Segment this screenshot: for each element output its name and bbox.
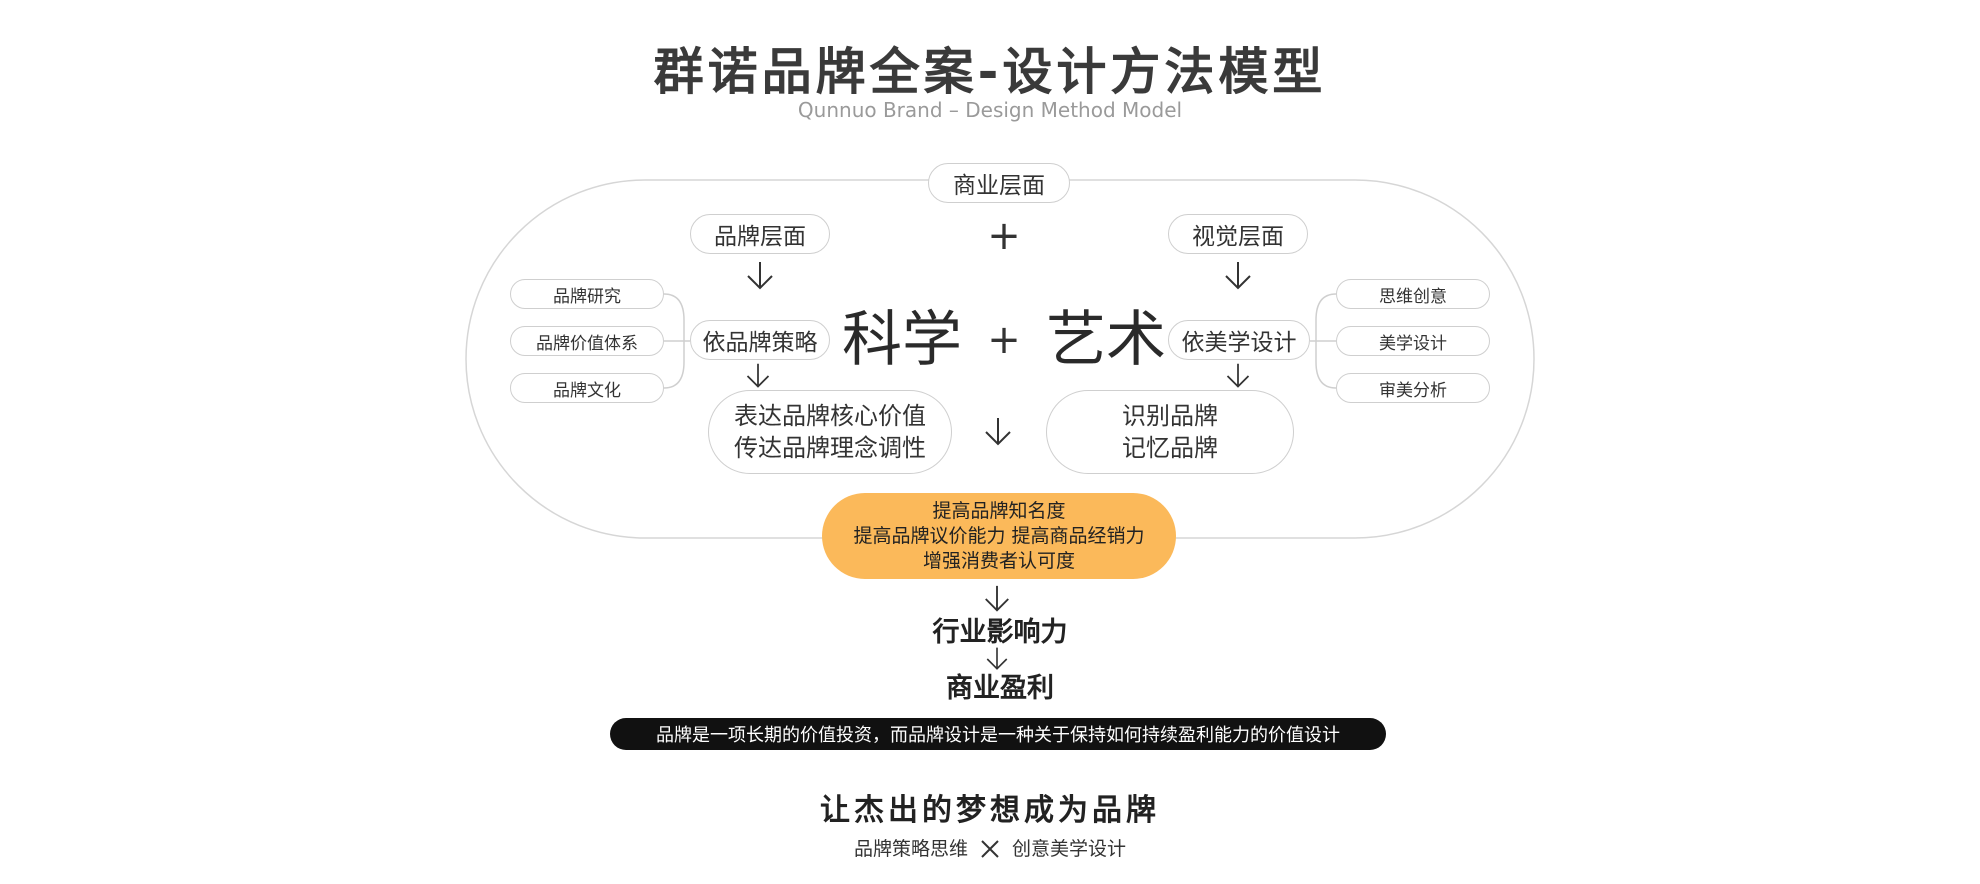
creative-design-phrase: 创意美学设计 [1012, 838, 1127, 860]
result-line: 记忆品牌 [1122, 434, 1218, 462]
page-title: 群诺品牌全案-设计方法模型 [653, 43, 1327, 101]
arrow-down-icon [985, 585, 1009, 612]
left-item-brand-value-system: 品牌价值体系 [510, 326, 664, 356]
right-item-aesthetic-design: 美学设计 [1336, 326, 1490, 356]
aesthetic-design-pill: 依美学设计 [1168, 320, 1310, 360]
right-item-label: 美学设计 [1379, 333, 1447, 354]
top-plus-sign: + [987, 213, 1021, 259]
business-layer-label: 商业层面 [953, 173, 1045, 199]
highlight-line: 增强消费者认可度 [922, 549, 1075, 572]
art-word: 艺术 [1046, 305, 1166, 375]
industry-influence-text: 行业影响力 [932, 617, 1068, 648]
arrow-down-icon [746, 363, 770, 388]
arrow-down-icon [1225, 262, 1251, 290]
brand-value-result-box: 表达品牌核心价值 传达品牌理念调性 [708, 390, 952, 474]
slogan-bar: 品牌是一项长期的价值投资，而品牌设计是一种关于保持如何持续盈利能力的价值设计 [610, 718, 1386, 750]
business-profit-text: 商业盈利 [946, 673, 1054, 704]
right-item-label: 思维创意 [1379, 286, 1447, 307]
slogan-text: 品牌是一项长期的价值投资，而品牌设计是一种关于保持如何持续盈利能力的价值设计 [656, 725, 1340, 746]
right-item-label: 审美分析 [1379, 380, 1447, 401]
page-subtitle: Qunnuo Brand – Design Method Model [797, 98, 1183, 122]
right-item-aesthetic-analysis: 审美分析 [1336, 373, 1490, 403]
brand-strategy-pill: 依品牌策略 [690, 320, 830, 360]
middle-plus-sign: + [987, 317, 1021, 363]
aesthetic-design-label: 依美学设计 [1181, 330, 1297, 356]
result-line: 表达品牌核心价值 [734, 402, 926, 430]
left-item-brand-culture: 品牌文化 [510, 373, 664, 403]
arrow-down-icon [1226, 363, 1250, 388]
arrow-down-icon [986, 647, 1008, 670]
left-item-label: 品牌文化 [553, 380, 621, 401]
arrow-down-icon [985, 418, 1011, 446]
footer-phrases: 品牌策略思维 创意美学设计 [854, 836, 1126, 862]
visual-layer-pill: 视觉层面 [1168, 214, 1308, 254]
science-word: 科学 [842, 305, 962, 375]
result-line: 识别品牌 [1122, 402, 1218, 430]
visual-layer-label: 视觉层面 [1192, 224, 1284, 250]
highlight-line: 提高品牌知名度 [932, 499, 1066, 522]
left-item-brand-research: 品牌研究 [510, 279, 664, 309]
result-line: 传达品牌理念调性 [734, 434, 926, 462]
left-item-label: 品牌价值体系 [536, 333, 638, 354]
brand-layer-label: 品牌层面 [714, 224, 806, 250]
highlight-line: 提高品牌议价能力 提高商品经销力 [853, 524, 1145, 547]
brand-strategy-label: 依品牌策略 [702, 330, 818, 356]
left-item-label: 品牌研究 [553, 286, 621, 307]
brand-layer-pill: 品牌层面 [690, 214, 830, 254]
strategy-thinking-phrase: 品牌策略思维 [853, 838, 968, 860]
cross-icon [981, 840, 999, 858]
arrow-down-icon [747, 262, 773, 290]
brand-recognition-result-box: 识别品牌 记忆品牌 [1046, 390, 1294, 474]
business-layer-pill: 商业层面 [928, 163, 1070, 203]
brand-benefits-highlight: 提高品牌知名度 提高品牌议价能力 提高商品经销力 增强消费者认可度 [822, 493, 1176, 579]
right-item-creative-thinking: 思维创意 [1336, 279, 1490, 309]
tagline: 让杰出的梦想成为品牌 [820, 793, 1160, 828]
